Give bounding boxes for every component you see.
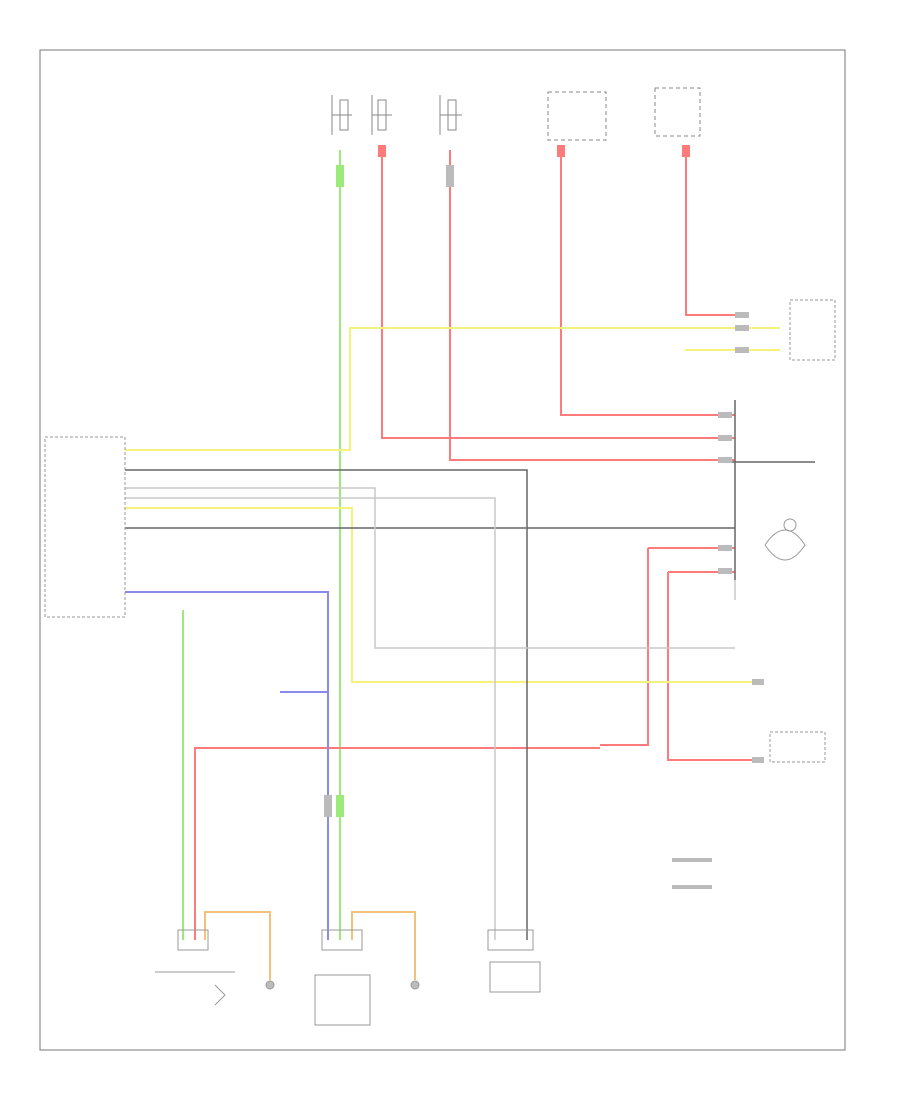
left-module [44, 436, 126, 618]
wire-grey [125, 487, 736, 940]
wire-red [194, 150, 760, 940]
wire-orange [204, 911, 416, 980]
wire-markers [324, 145, 690, 817]
legend-marks [672, 858, 712, 889]
wire-green [182, 150, 341, 940]
fuse-block-1 [331, 95, 352, 135]
right-top-switch [789, 299, 836, 361]
right-middle-motor [764, 518, 806, 561]
fuse-block-4 [547, 91, 607, 141]
diagram-border [39, 49, 846, 1051]
bottom-ground-left [155, 929, 235, 1006]
bottom-ground-right-a [265, 980, 275, 990]
fuse-block-2 [371, 95, 392, 135]
wire-black [125, 400, 815, 940]
connector-stubs [718, 312, 764, 763]
bottom-ground-right-b [410, 980, 420, 990]
bottom-module-right [487, 929, 541, 993]
bottom-module-center [314, 929, 371, 1026]
fuse-block-5 [654, 87, 701, 137]
fuse-block-3 [439, 95, 462, 135]
right-lower-connector [769, 731, 826, 763]
wire-yellow [125, 327, 780, 683]
wire-blue [125, 591, 329, 940]
